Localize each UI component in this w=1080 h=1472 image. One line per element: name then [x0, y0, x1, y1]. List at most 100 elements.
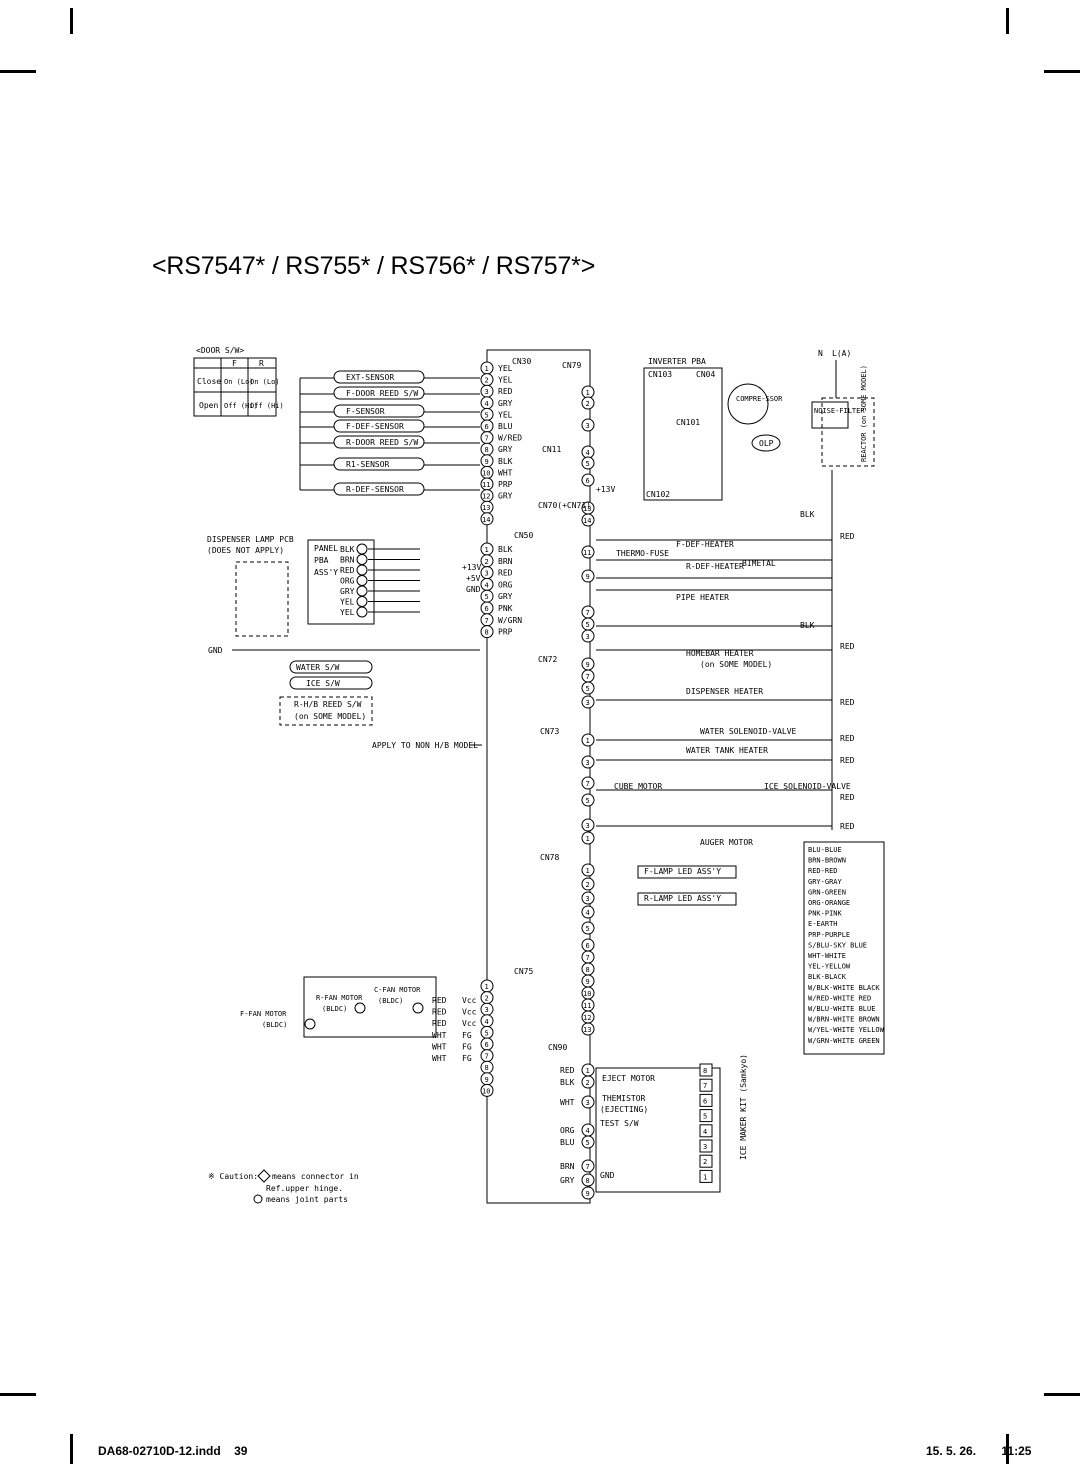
cn30-pin-num: 11: [482, 481, 490, 489]
cfan-motor-icon: [412, 1002, 424, 1014]
cn30-wire-label: GRY: [498, 399, 513, 408]
legend-entry: YEL-YELLOW: [808, 963, 851, 971]
dispenser-pin: [356, 564, 368, 576]
main-right-pin-num: 4: [586, 1127, 590, 1135]
water-sw-label: WATER S/W: [296, 663, 340, 672]
load-label: R-LAMP LED ASS'Y: [644, 894, 721, 903]
main-right-pin-num: 13: [583, 1026, 591, 1034]
reactor-label: REACTOR (on SOME MODEL): [860, 365, 868, 462]
main-right-pin-num: 11: [583, 549, 591, 557]
left-component-box: [333, 404, 425, 418]
cn50-pin-num: 3: [485, 570, 489, 578]
ice-maker-pin-num: 7: [703, 1082, 707, 1090]
cn90-wire-label: ORG: [560, 1126, 575, 1135]
cn90-label: CN90: [548, 1043, 567, 1052]
cn50-wire-label: PRP: [498, 628, 513, 637]
left-component-box: [333, 419, 425, 433]
fan-wire-color: WHT: [432, 1054, 447, 1063]
left-component-box: [333, 457, 425, 471]
main-right-pin: [581, 1022, 595, 1036]
ice-maker-pin-num: 2: [703, 1158, 707, 1166]
main-right-pin: [581, 793, 595, 807]
rhb-sw-label: R-H/B REED S/W: [294, 700, 362, 709]
noise-filter-label: NOISE-FILTER: [814, 407, 865, 415]
rhb-note: (on SOME MODEL): [294, 712, 366, 721]
cn101-label: CN101: [676, 418, 700, 427]
cn70-label: CN70(+CN71): [538, 501, 591, 510]
crop-mark-top-left-v: [70, 8, 73, 34]
cn30-pin-num: 4: [485, 400, 489, 408]
cn90-wire-label: BLK: [560, 1078, 575, 1087]
fan-wire-color: WHT: [432, 1042, 447, 1051]
legend-entry: S/BLU-SKY BLUE: [808, 941, 867, 949]
dispenser-wire-label: RED: [340, 566, 355, 575]
main-right-pin: [581, 1173, 595, 1187]
crop-mark-top-left-h: [0, 70, 36, 73]
main-right-pin: [581, 681, 595, 695]
main-right-pin: [581, 776, 595, 790]
cn75-pin: [480, 1083, 494, 1097]
main-right-pin-num: 8: [586, 966, 590, 974]
main-right-pin-num: 2: [586, 881, 590, 889]
load-label: DISPENSER HEATER: [686, 687, 763, 696]
main-right-pin-num: 3: [586, 422, 590, 430]
right-wire-label: BLK: [800, 621, 815, 630]
cn75-pin-num: 4: [485, 1018, 489, 1026]
right-wire-label: RED: [840, 756, 855, 765]
load-label: F-DEF-HEATER: [676, 540, 734, 549]
cn30-wire-label: YEL: [498, 364, 513, 373]
load-label: CUBE MOTOR: [614, 782, 662, 791]
crop-mark-bottom-left-v: [70, 1434, 73, 1464]
main-right-pin-num: 9: [586, 1190, 590, 1198]
caution-line1b: means connector in: [272, 1172, 359, 1181]
rfan-label2: (BLDC): [322, 1005, 347, 1013]
fan-wire-color: RED: [432, 1019, 447, 1028]
main-right-pin-num: 8: [586, 1177, 590, 1185]
load-label: WATER SOLENOID-VALVE: [700, 727, 797, 736]
ice-gnd-label: GND: [600, 1171, 615, 1180]
footer-file: DA68-02710D-12.indd: [98, 1444, 221, 1458]
cn30-wire-label: GRY: [498, 445, 513, 454]
cn75-pin-num: 7: [485, 1053, 489, 1061]
dispenser-pin: [356, 575, 368, 586]
load-label: AUGER MOTOR: [700, 838, 753, 847]
main-right-pin-num: 3: [586, 759, 590, 767]
legend-entry: BLK-BLACK: [808, 973, 847, 981]
door-close-r: On (Lo): [250, 378, 280, 386]
main-right-pin-num: 5: [586, 1139, 590, 1147]
legend-entry: GRY-GRAY: [808, 878, 843, 886]
crop-mark-top-right-h: [1044, 70, 1080, 73]
door-col-f: F: [232, 359, 237, 368]
legend-entry: W/BLK-WHITE BLACK: [808, 984, 880, 992]
legend-entry: WHT-WHITE: [808, 952, 846, 960]
main-right-pin: [581, 456, 595, 470]
cn50-wire-label: RED: [498, 569, 513, 578]
ice-maker-pin-num: 8: [703, 1067, 707, 1075]
right-wire-label: BLK: [800, 510, 815, 519]
main-right-pin: [581, 755, 595, 769]
cn90-wire-label: RED: [560, 1066, 575, 1075]
door-switch-table: <DOOR S/W> F R Close On (Lo) On (Lo) Ope…: [193, 346, 284, 417]
main-right-pin-num: 3: [586, 895, 590, 903]
cfan-label: C-FAN MOTOR: [374, 986, 421, 994]
rhb-sw-box: [279, 696, 373, 726]
rfan-motor-icon: [354, 1002, 366, 1014]
footer-left: DA68-02710D-12.indd 39: [98, 1444, 257, 1458]
door-row-close: Close: [197, 377, 221, 386]
r-lamp-box: [637, 892, 737, 906]
cn30-pin-num: 3: [485, 388, 489, 396]
ice-maker-pin-num: 4: [703, 1128, 707, 1136]
crop-mark-top-right-v: [1006, 8, 1009, 34]
main-right-pin-num: 1: [586, 737, 590, 745]
right-wire-label: RED: [840, 793, 855, 802]
v13-label: +13V: [462, 563, 481, 572]
cn75-pin-num: 5: [485, 1029, 489, 1037]
cn30-pin: [480, 512, 494, 526]
cn30-pin-num: 8: [485, 446, 489, 454]
fan-wire-color: RED: [432, 1008, 447, 1017]
main-right-pin-num: 11: [583, 1002, 591, 1010]
ice-maker-pin: [699, 1169, 713, 1183]
cn30-pin-num: 10: [482, 469, 490, 477]
